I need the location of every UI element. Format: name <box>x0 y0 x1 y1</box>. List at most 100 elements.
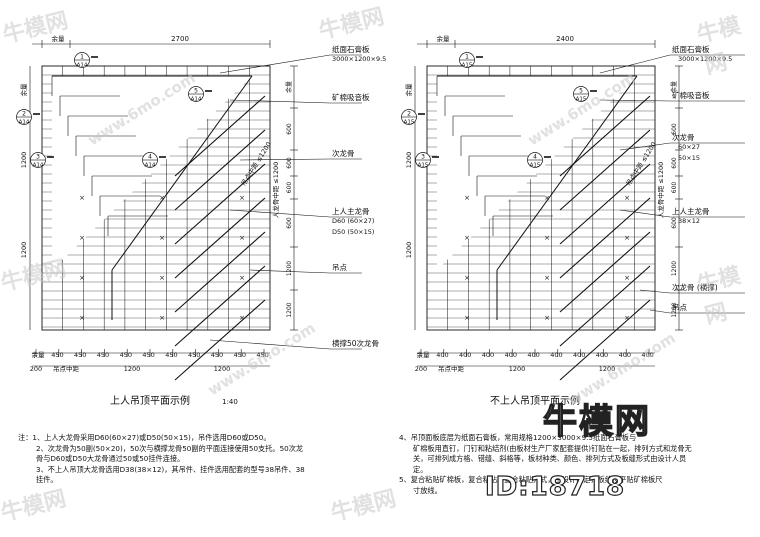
spacing-note: 人龙骨中距 ≤1200 <box>656 162 665 219</box>
callout-ref: A14 <box>77 63 88 69</box>
hanger-point: × <box>544 274 550 282</box>
callout-number: 5 <box>194 88 198 95</box>
dim-label-bottom: 400 <box>641 351 653 359</box>
callout-ref: A14 <box>19 120 30 126</box>
dim-label-right: 600 <box>671 217 678 229</box>
dim-label-bottom: 400 <box>527 351 539 359</box>
dim-label-right: 600 <box>671 182 678 194</box>
hanger-point: × <box>544 314 550 322</box>
dim-label-bottom2: 200 <box>30 365 42 373</box>
callout-number: 4 <box>148 154 152 161</box>
hanger-point: × <box>239 234 245 242</box>
dim-label-bottom2: 1200 <box>214 365 231 373</box>
main-runner <box>559 129 651 211</box>
plan-outline <box>426 65 656 331</box>
hanger-point: × <box>159 194 165 202</box>
dim-label-right: 余量 <box>285 81 293 93</box>
main-runner <box>559 299 651 381</box>
hanger-point: × <box>239 194 245 202</box>
hanger-point: × <box>159 234 165 242</box>
notes-right: 4、吊顶面板底层为纸面石膏板，常用规格1200×3000×9.5纸面石膏板与 矿… <box>399 433 692 496</box>
dim-label-right: 1200 <box>286 302 293 317</box>
dim-label-top: 2700 <box>171 35 189 43</box>
plan-scale: 1:40 <box>222 398 238 406</box>
note-line: 注：1、上人大龙骨采用D60(60×27)或D50(50×15)，吊件选用D60… <box>18 433 271 442</box>
leader-line <box>229 209 331 218</box>
main-runner <box>559 265 651 347</box>
note-line: 寸放线。 <box>413 485 442 495</box>
dim-label-bottom: 400 <box>505 351 517 359</box>
hanger-point: × <box>624 314 630 322</box>
hanger-point: × <box>159 274 165 282</box>
callout-number: 2 <box>22 111 26 118</box>
dim-label-bottom: 余量 <box>32 350 46 359</box>
dim-label-right: 1200 <box>671 302 678 317</box>
material-label: 矿棉吸音板 <box>672 90 710 100</box>
material-spec: 38×12 <box>678 217 700 225</box>
note-line: 挂件。 <box>36 475 58 484</box>
dim-label-top: 2400 <box>556 35 574 43</box>
dim-label-top: 余量 <box>52 34 66 43</box>
main-runner <box>174 265 266 347</box>
dim-label-bottom: 450 <box>188 351 200 359</box>
leader-line <box>209 339 331 350</box>
dim-label-bottom: 450 <box>256 351 268 359</box>
callout-number: 1 <box>80 54 84 61</box>
note-line: 2、次龙骨为50副(50×20)，50次与横撑龙骨50副的平面连接使用50支托。… <box>36 443 304 453</box>
hanger-point: × <box>79 274 85 282</box>
dim-label-left: 1200 <box>405 242 413 259</box>
leader-line <box>619 209 671 218</box>
dim-label-bottom: 450 <box>234 351 246 359</box>
hanger-point: × <box>239 274 245 282</box>
dim-label-left: 余量 <box>19 83 28 97</box>
material-label: 吊点 <box>672 303 687 312</box>
dim-label-bottom: 450 <box>97 351 109 359</box>
material-spec: 3000×1200×9.5 <box>332 55 386 63</box>
brand-name: 牛模网 <box>542 401 651 442</box>
material-label: 上人主龙骨 <box>672 206 710 216</box>
material-label: 矿棉吸音板 <box>332 92 370 102</box>
board-zone <box>52 76 252 270</box>
plan-title: 上人吊顶平面示例 <box>110 394 190 407</box>
material-spec: 3000×1200×9.5 <box>678 55 732 63</box>
dim-label-right: 600 <box>286 157 293 169</box>
note-line: 4、吊顶面板底层为纸面石膏板，常用规格1200×3000×9.5纸面石膏板与 <box>399 433 637 442</box>
dim-label-left: 1200 <box>20 242 28 259</box>
material-label: 纸面石膏板 <box>332 44 370 54</box>
dim-label-right: 600 <box>671 123 678 135</box>
note-line: 3、不上人吊顶大龙骨选用D38(38×12)，其吊件、挂件选用配套的型号38吊件… <box>36 464 305 474</box>
hanger-point: × <box>79 234 85 242</box>
dim-label-right: 600 <box>286 182 293 194</box>
hanger-point: × <box>464 234 470 242</box>
dim-label-right: 600 <box>671 157 678 169</box>
plan-outline <box>41 65 271 331</box>
main-runner <box>559 197 651 279</box>
note-line: 骨与D60或D50大龙骨通过50或50挂件连接。 <box>36 454 185 463</box>
dim-label-bottom2: 吊点中距 <box>438 364 465 373</box>
callout-ref: A15 <box>462 63 473 69</box>
dim-label-left: 1200 <box>20 152 28 169</box>
dim-label-left: 余量 <box>404 83 413 97</box>
dim-label-right: 余量 <box>670 81 678 93</box>
plan-title: 不上人吊顶平面示例 <box>490 394 580 407</box>
callout-number: 1 <box>465 54 469 61</box>
dim-label-bottom: 400 <box>482 351 494 359</box>
callout-number: 3 <box>36 154 40 161</box>
dim-label-bottom2: 200 <box>415 365 427 373</box>
material-label: 吊点 <box>332 263 347 272</box>
main-runner <box>174 163 266 245</box>
callout-ref: A14 <box>145 163 156 169</box>
material-label: 次龙骨 <box>332 148 355 158</box>
leader-line <box>619 142 671 151</box>
callout-ref: A15 <box>418 163 429 169</box>
material-label: 次龙骨 (横撑) <box>672 282 718 292</box>
material-spec: 50×15 <box>678 154 700 162</box>
hanger-point: × <box>464 314 470 322</box>
callout-ref: A14 <box>33 163 44 169</box>
main-runner <box>559 95 651 177</box>
hanger-point: × <box>624 274 630 282</box>
hanger-point: × <box>159 314 165 322</box>
callout-ref: A15 <box>530 163 541 169</box>
brand-id: ID:18718 <box>484 471 626 502</box>
